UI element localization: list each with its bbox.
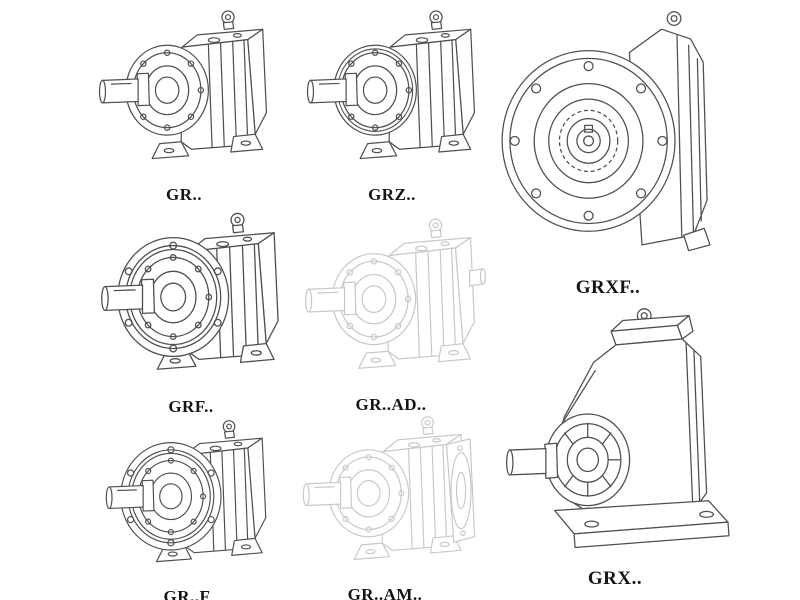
figure-grf: GRF.. — [90, 206, 292, 417]
figure-label-gram: GR..AM.. — [347, 585, 423, 600]
gr-foot-gearbox-drawing — [98, 10, 268, 160]
figure-label-grad: GR..AD.. — [355, 395, 427, 414]
figure-grff: GR..F — [92, 414, 282, 600]
figure-label-grz: GRZ.. — [368, 185, 416, 204]
grf-flange-gearbox-drawing — [101, 212, 279, 370]
grz-foot-gearbox-drawing — [306, 10, 476, 160]
gram-motor-adapter-gearbox-drawing — [302, 416, 476, 560]
grff-foot-flange-gearbox-drawing — [105, 420, 267, 563]
figure-label-grf: GRF.. — [168, 397, 214, 416]
figure-gram: GR..AM.. — [286, 410, 484, 600]
figure-grad: GR..AD.. — [290, 212, 492, 415]
figure-label-grx: GRX.. — [587, 568, 643, 589]
figure-label-grff: GR..F — [163, 587, 211, 600]
grxf-flange-gearbox-drawing — [501, 11, 711, 252]
grad-adapter-gearbox-drawing — [304, 218, 486, 369]
figure-gr: GR.. — [88, 4, 280, 205]
figure-label-grxf: GRXF.. — [575, 277, 641, 298]
figure-grxf: GRXF.. — [494, 2, 722, 299]
figure-label-gr: GR.. — [166, 185, 202, 204]
figure-grz: GRZ.. — [292, 4, 492, 205]
grx-large-gearbox-drawing — [506, 308, 730, 549]
figure-grx: GRX.. — [498, 302, 732, 590]
